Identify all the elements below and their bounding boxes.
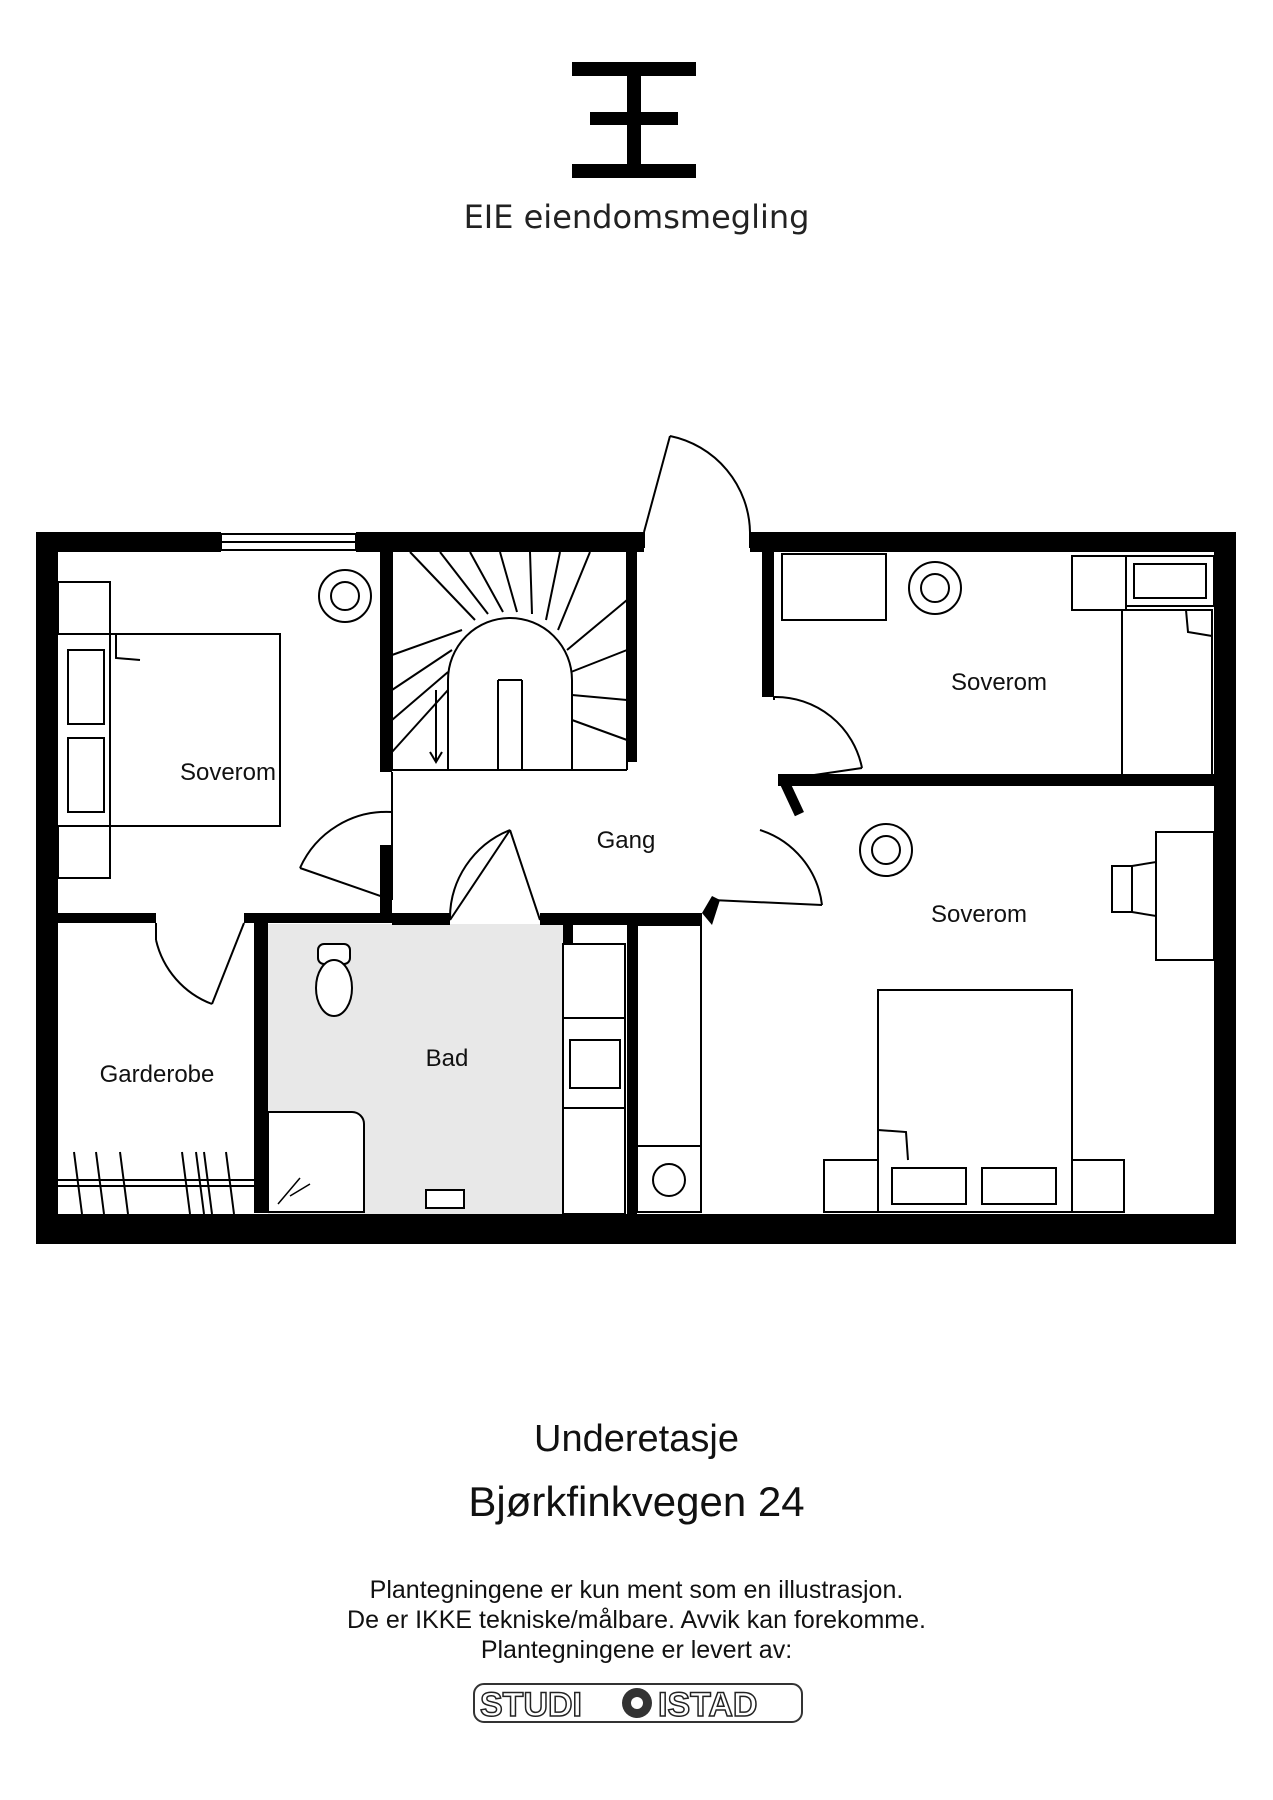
- wardrobe-rail: [58, 1151, 254, 1215]
- room-label-bathroom: Bad: [426, 1045, 469, 1072]
- room-label-hallway: Gang: [597, 827, 656, 854]
- disclaimer-line: Plantegningene er levert av:: [480, 1636, 793, 1664]
- brand-name: EIE eiendomsmegling: [463, 198, 810, 236]
- window-right: [1215, 634, 1235, 1106]
- window-top-left: [220, 533, 357, 551]
- washing-machine: [636, 924, 702, 1213]
- room-label-bedroom-bottom-right: Soverom: [931, 901, 1027, 928]
- eie-logo-icon: [572, 62, 696, 178]
- bed-top-right: [781, 553, 1215, 777]
- disclaimer-line: Plantegningene er kun ment som en illust…: [369, 1576, 904, 1604]
- staircase: [391, 551, 628, 771]
- studio-logo-left-text: STUDI: [480, 1686, 582, 1724]
- bed-top-left: [57, 581, 281, 879]
- bathroom-fixtures: [267, 943, 626, 1215]
- room-label-bedroom-left: Soverom: [180, 759, 276, 786]
- studio-logo-right-text: ISTAD: [658, 1686, 757, 1724]
- outer-walls: [36, 532, 1236, 1244]
- bed-bottom-right: [823, 831, 1215, 1213]
- plant-icon: [318, 561, 962, 877]
- shower-icon: [277, 1177, 311, 1205]
- doors: [155, 435, 863, 1005]
- floor-name: Underetasje: [534, 1418, 739, 1460]
- wall-corner-bedroom: [702, 896, 720, 925]
- room-label-wardrobe: Garderobe: [100, 1061, 215, 1088]
- disclaimer: Plantegningene er kun ment som en illust…: [0, 1575, 1273, 1665]
- property-address: Bjørkfinkvegen 24: [468, 1478, 805, 1525]
- studio-istad-logo: STUDI ISTAD: [473, 1683, 803, 1725]
- room-label-bedroom-top-right: Soverom: [951, 669, 1047, 696]
- disclaimer-line: De er IKKE tekniske/målbare. Avvik kan f…: [347, 1606, 926, 1634]
